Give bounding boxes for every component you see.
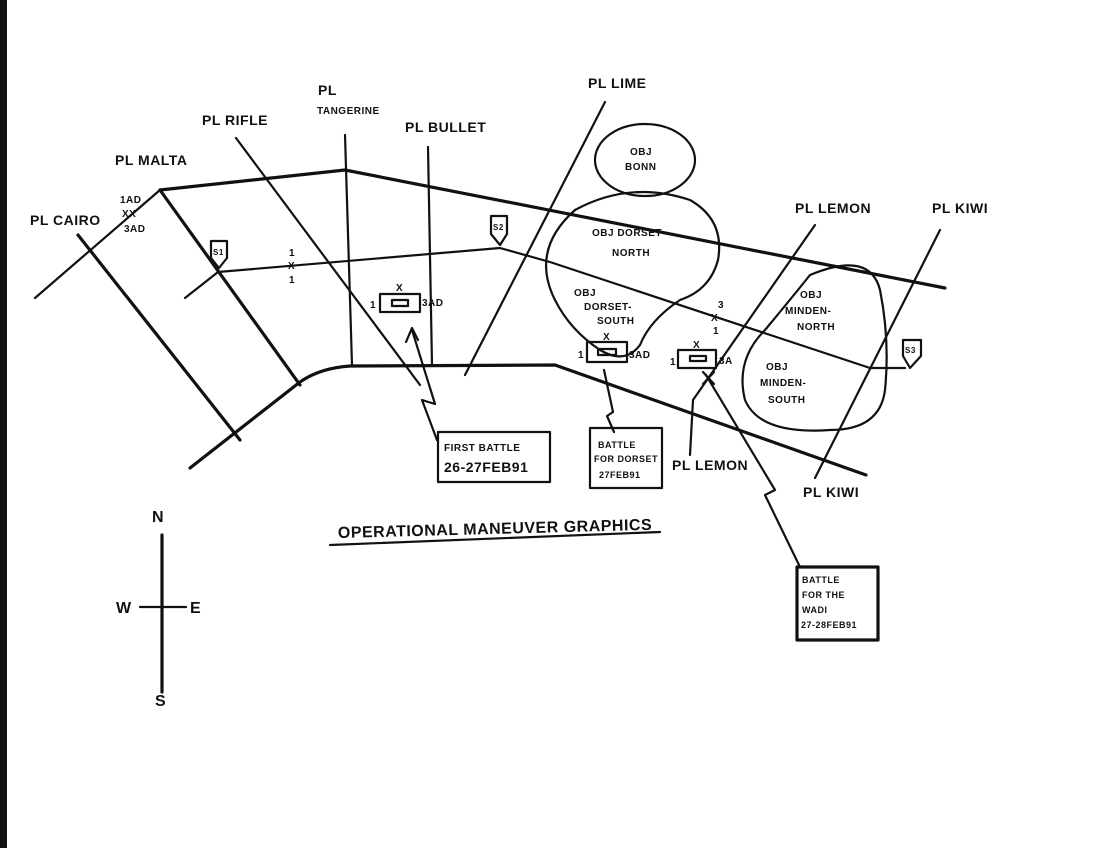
- unit-1-right: 3AD: [422, 298, 444, 309]
- unit-symbol-3: [676, 348, 718, 370]
- obj-minden-south-label-3: SOUTH: [768, 395, 806, 406]
- compass-s: S: [155, 693, 166, 710]
- obj-bonn-label-1: OBJ: [630, 147, 652, 158]
- unit-2-left: 1: [578, 350, 584, 361]
- brigade-boundary-symbol: X: [288, 261, 295, 272]
- obj-minden-north-label-3: NORTH: [797, 322, 835, 333]
- obj-dorset-outline: [544, 190, 721, 358]
- callout-wadi-line-4: 27-28FEB91: [801, 620, 857, 630]
- obj-minden-south-label-1: OBJ: [766, 362, 788, 373]
- lower-boundary: [188, 363, 868, 477]
- brigade-boundary-2-top: 3: [718, 300, 724, 311]
- obj-bonn-label-2: BONN: [625, 162, 656, 173]
- callout-dorset-line-2: FOR DORSET: [594, 454, 658, 464]
- division-boundary-line: [33, 188, 162, 300]
- attack-arrow-1: [410, 328, 439, 442]
- pl-bullet-label: PL BULLET: [405, 119, 486, 135]
- callout-first-battle-line-2: 26-27FEB91: [444, 459, 528, 475]
- pl-lemon-line: [688, 223, 817, 457]
- axis-line: [183, 246, 907, 370]
- pl-kiwi-label-bottom: PL KIWI: [803, 484, 859, 500]
- unit-3-echelon: X: [693, 340, 700, 351]
- leader-dorset: [602, 368, 616, 434]
- upper-boundary: [158, 168, 947, 290]
- obj-minden-outline: [741, 264, 888, 432]
- obj-minden-north-label-2: MINDEN-: [785, 306, 831, 317]
- wadi-x-mark: [701, 370, 716, 386]
- unit-1-echelon: X: [396, 283, 403, 294]
- leader-wadi: [704, 373, 802, 569]
- boundary-lower-label: 3AD: [124, 224, 146, 235]
- callout-wadi-line-3: WADI: [802, 605, 828, 615]
- boundary-upper-label: 1AD: [120, 195, 142, 206]
- callout-first-battle-line-1: FIRST BATTLE: [444, 443, 520, 454]
- checkpoint-s2-label: S2: [493, 223, 504, 232]
- obj-dorset-south-label-2: DORSET-: [584, 302, 632, 313]
- obj-minden-north-label-1: OBJ: [800, 290, 822, 301]
- scan-edge: [0, 0, 7, 848]
- obj-bonn-outline: [593, 122, 697, 198]
- callout-box-dorset: [588, 426, 664, 490]
- pl-cairo-label: PL CAIRO: [30, 212, 101, 228]
- pl-tangerine-label-1: PL: [318, 82, 337, 98]
- arrowhead-1: [404, 326, 420, 344]
- checkpoint-s1-label: S1: [213, 248, 224, 257]
- compass-n: N: [152, 509, 164, 526]
- callout-box-wadi: [795, 565, 880, 642]
- brigade-boundary-bottom: 1: [289, 275, 295, 286]
- pl-bullet-line: [426, 145, 434, 367]
- unit-3-left: 1: [670, 357, 676, 368]
- obj-dorset-north-label-1: OBJ DORSET-: [592, 228, 665, 239]
- checkpoint-s2: [489, 214, 509, 247]
- callout-dorset-line-1: BATTLE: [598, 440, 636, 450]
- brigade-boundary-2-bottom: 1: [713, 326, 719, 337]
- pl-cairo-line: [76, 233, 242, 442]
- pl-tangerine-label-2: TANGERINE: [317, 106, 380, 117]
- unit-symbol-1: [378, 292, 422, 314]
- unit-symbol-2: [585, 340, 629, 364]
- checkpoint-s3: [901, 338, 923, 370]
- obj-dorset-north-label-2: NORTH: [612, 248, 650, 259]
- checkpoint-s1: [209, 239, 229, 270]
- pl-rifle-label: PL RIFLE: [202, 112, 268, 128]
- pl-rifle-line: [234, 136, 422, 387]
- callout-wadi-line-2: FOR THE: [802, 590, 845, 600]
- callout-wadi-line-1: BATTLE: [802, 575, 840, 585]
- compass-w: W: [116, 600, 132, 617]
- unit-2-right: 3AD: [629, 350, 651, 361]
- brigade-boundary-2-symbol: X: [711, 313, 718, 324]
- title-underline: [328, 530, 662, 547]
- pl-kiwi-label-top: PL KIWI: [932, 200, 988, 216]
- callout-dorset-line-3: 27FEB91: [599, 470, 641, 480]
- brigade-boundary-top: 1: [289, 248, 295, 259]
- callout-box-first-battle: [436, 430, 552, 484]
- compass-e: E: [190, 600, 201, 617]
- obj-dorset-south-label-1: OBJ: [574, 288, 596, 299]
- pl-malta-label: PL MALTA: [115, 152, 187, 168]
- pl-lime-line: [463, 100, 607, 377]
- unit-2-echelon: X: [603, 332, 610, 343]
- pl-lemon-label-bottom: PL LEMON: [672, 457, 748, 473]
- pl-tangerine-line: [343, 133, 354, 367]
- pl-lime-label: PL LIME: [588, 75, 646, 91]
- obj-minden-south-label-2: MINDEN-: [760, 378, 806, 389]
- pl-kiwi-line: [813, 228, 942, 480]
- pl-malta-line: [158, 188, 302, 387]
- unit-3-right: 3A: [719, 356, 733, 367]
- unit-1-left: 1: [370, 300, 376, 311]
- boundary-symbol: XX: [122, 209, 136, 220]
- obj-dorset-south-label-3: SOUTH: [597, 316, 635, 327]
- pl-lemon-label-top: PL LEMON: [795, 200, 871, 216]
- checkpoint-s3-label: S3: [905, 346, 916, 355]
